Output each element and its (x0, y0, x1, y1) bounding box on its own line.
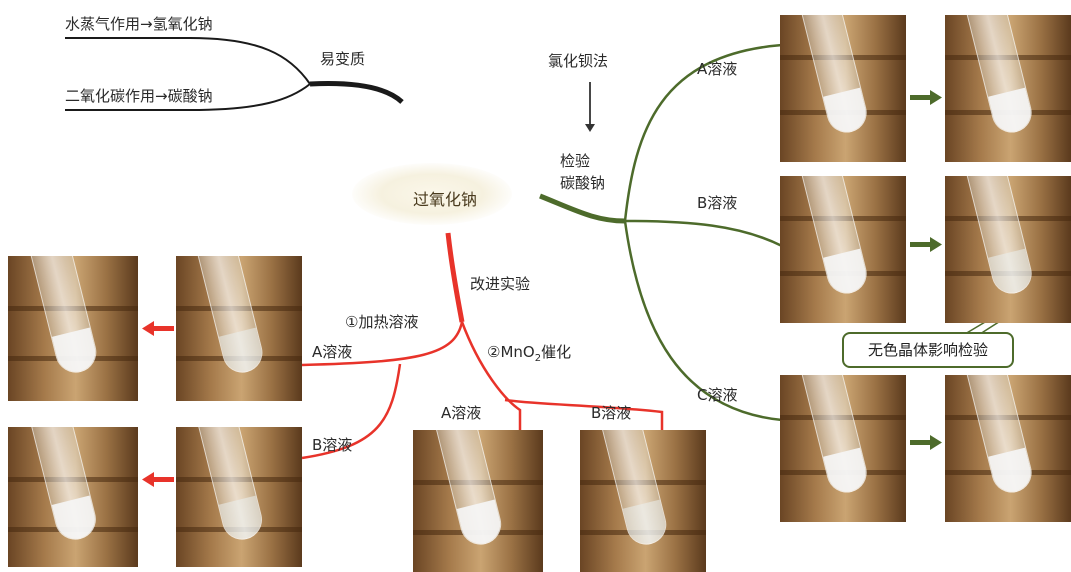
green-arrow-b (910, 237, 942, 252)
heating-step-label: ①加热溶液 (345, 313, 419, 331)
mno2-catalysis-label: ②MnO2催化 (487, 343, 572, 364)
method-arrowhead (585, 124, 595, 132)
black-branch-upper (65, 37, 311, 85)
red-branch-left-b (301, 363, 402, 460)
improve-solution-b-label: B溶液 (312, 436, 353, 454)
detect-carbonate-label: 检验 碳酸钠 (560, 152, 606, 192)
colorless-crystal-callout: 无色晶体影响检验 (842, 332, 1014, 368)
red-branch-left (301, 321, 464, 367)
photo-detect-c-after (945, 375, 1071, 522)
green-branch-c (623, 220, 783, 422)
green-branch-b (624, 219, 783, 248)
black-branch-main (309, 81, 404, 104)
photo-detect-a-after (945, 15, 1071, 162)
green-arrow-a (910, 90, 942, 105)
mno2-solution-b-label: B溶液 (591, 404, 632, 422)
photo-detect-b-before (780, 176, 906, 323)
photo-mno2-b (580, 430, 706, 572)
green-branch-trunk (539, 193, 626, 224)
photo-heat-b-start (176, 427, 302, 567)
photo-detect-a-before (780, 15, 906, 162)
center-node-label: 过氧化钠 (413, 190, 478, 209)
black-branch-lower (65, 83, 311, 111)
improved-experiment-label: 改进实验 (470, 275, 531, 293)
improve-solution-a-label: A溶液 (312, 343, 353, 361)
red-branch-right (460, 321, 522, 430)
photo-mno2-a (413, 430, 543, 572)
water-vapor-label: 水蒸气作用→氢氧化钠 (65, 15, 213, 33)
center-node-glow (352, 163, 512, 225)
red-arrow-b (142, 472, 174, 487)
red-arrow-a (142, 321, 174, 336)
photo-heat-a-result (8, 256, 138, 401)
photo-detect-b-after (945, 176, 1071, 323)
easily-deteriorates-label: 易变质 (320, 50, 366, 68)
bacl2-method-label: 氯化钡法 (548, 52, 609, 70)
detect-solution-b-label: B溶液 (697, 194, 738, 212)
photo-heat-a-start (176, 256, 302, 401)
co2-label: 二氧化碳作用→碳酸钠 (65, 87, 213, 105)
photo-heat-b-result (8, 427, 138, 567)
detect-solution-a-label: A溶液 (697, 60, 738, 78)
mno2-solution-a-label: A溶液 (441, 404, 482, 422)
red-branch-right-b (504, 398, 664, 430)
green-branch-a (623, 43, 783, 222)
green-arrow-c (910, 435, 942, 450)
detect-solution-c-label: C溶液 (697, 386, 738, 404)
red-branch-trunk (445, 232, 465, 323)
photo-detect-c-before (780, 375, 906, 522)
